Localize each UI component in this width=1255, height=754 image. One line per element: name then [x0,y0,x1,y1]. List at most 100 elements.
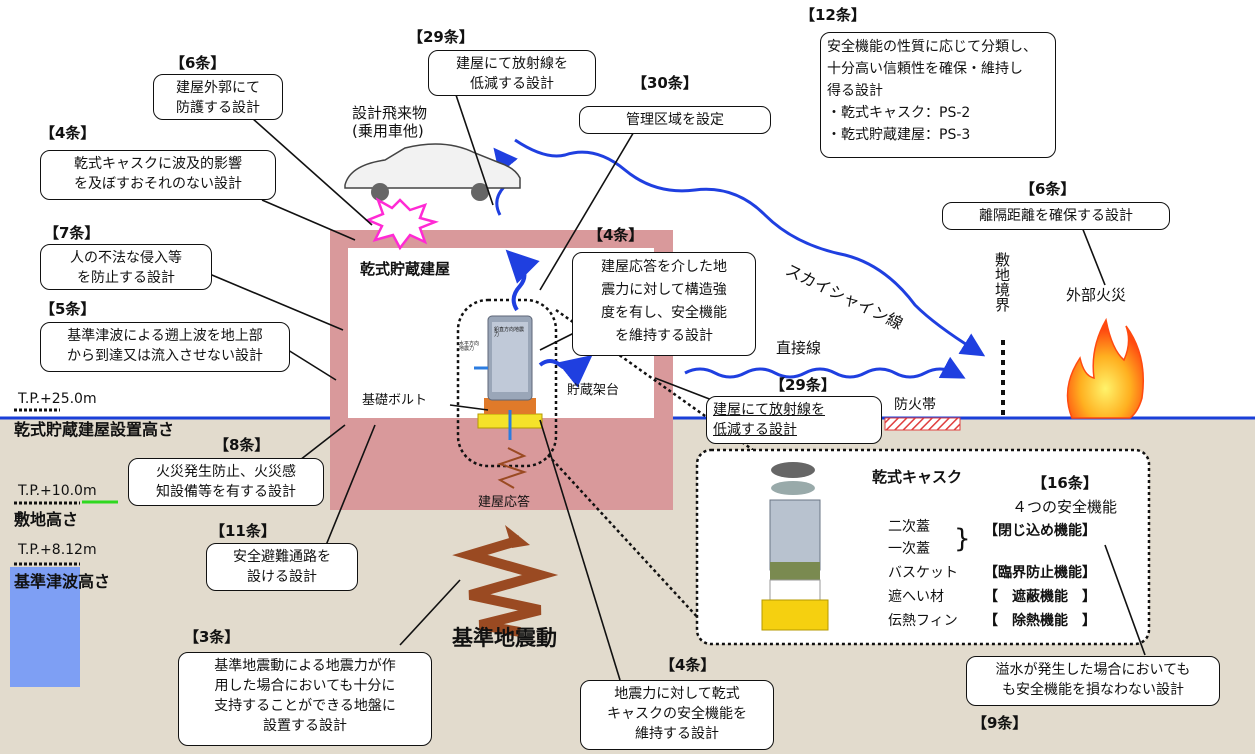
art8-box: 火災発生防止、火災感 知設備等を有する設計 [128,458,324,506]
art4-left-line-1: 乾式キャスクに波及的影響 [74,156,242,172]
rack-label: 貯蔵架台 [567,383,620,398]
art3-line-2: 用した場合においても十分に [214,678,396,694]
tp10-label: T.P.+10.0m [18,483,97,499]
art29-top-box: 建屋にて放射線を 低減する設計 [428,50,596,96]
site-height-label: 敷地高さ [14,510,79,529]
part-secondary-lid: 二次蓋 [888,519,930,535]
leader-art4-left [261,199,356,241]
leader-art8 [299,424,346,461]
tsunami-level-block [10,567,80,687]
art6-right-label: 【6条】 [1020,180,1076,198]
direct-line-label: 直接線 [776,339,822,357]
art3-line-1: 基準地震動による地震力が作 [214,658,396,674]
cask-vertical-force-text: 鉛直方向地震力 [494,327,525,338]
art29-top-label: 【29条】 [408,28,474,46]
art5-label: 【5条】 [40,300,96,318]
zoom-line-lower [547,454,701,621]
art30-line-1: 管理区域を設定 [626,112,724,128]
art4-mid-line-2: 震力に対して構造強 [601,282,727,298]
radiation-up-in-building [505,249,540,312]
firebreak-strip [884,417,961,431]
art6-right-box: 離隔距離を確保する設計 [942,202,1170,230]
lid-brace-icon: } [954,524,971,554]
art6-right-line-1: 離隔距離を確保する設計 [979,208,1133,224]
art11-line-1: 安全避難通路を [233,549,331,565]
leader-art4-bottom [539,419,621,681]
art9-label: 【9条】 [972,714,1028,732]
building-label: 乾式貯蔵建屋 [360,260,451,278]
art8-label: 【8条】 [214,436,270,454]
bolt-label: 基礎ボルト [362,393,428,408]
basket [769,499,821,571]
art4-left-label: 【4条】 [40,124,96,142]
tp812-label: T.P.+8.12m [18,542,97,558]
leader-art29-right [654,377,713,401]
function-heat-removal: 【 除熱機能 】 [984,613,1096,629]
impact-burst-icon [364,197,439,251]
site-boundary-label: 敷地境界 [993,252,1011,312]
art3-label: 【3条】 [184,628,240,646]
firebreak-label: 防火帯 [894,397,936,413]
car-icon [344,143,521,201]
cask-rack-yellow [761,599,829,631]
art4-left-line-2: を及ぼすおそれのない設計 [74,176,242,192]
art9-box: 溢水が発生した場合においても も安全機能を損なわない設計 [966,656,1220,706]
art6-top-label: 【6条】 [170,54,226,72]
leader-art29-top [455,94,494,206]
art4-mid-line-4: を維持する設計 [615,328,713,344]
leader-art6-top [251,117,373,226]
leader-art9 [1104,544,1146,656]
art12-line-3: 得る設計 [827,83,883,99]
leader-art6-right [1079,221,1106,286]
art11-box: 安全避難通路を 設ける設計 [206,543,358,591]
art30-box: 管理区域を設定 [579,106,771,134]
leader-art3 [399,579,461,646]
art11-label: 【11条】 [210,522,276,540]
stored-cask-body [492,322,528,392]
part-shielding: 遮へい材 [888,589,944,605]
art29-right-label: 【29条】 [770,376,836,394]
art6-top-line-2: 防護する設計 [176,100,260,116]
building-height-label: 乾式貯蔵建屋設置高さ [14,420,175,439]
ground-motion-label: 基準地震動 [452,626,557,650]
art16-label: 【16条】 [1032,474,1098,492]
direct-line-wave [684,356,966,379]
art3-line-3: 支持することができる地盤に [214,698,396,714]
art7-line-1: 人の不法な侵入等 [70,250,182,266]
leader-art11 [319,424,376,561]
secondary-lid [771,462,815,478]
shielding-layer [770,562,820,582]
leader-bolt [449,404,489,411]
art9-line-2: も安全機能を損なわない設計 [1002,682,1184,698]
four-functions-title: ４つの安全機能 [1012,498,1118,516]
art12-box: 安全機能の性質に応じて分類し、 十分高い信頼性を確保・維持し 得る設計 ・乾式キ… [820,32,1056,158]
response-label: 建屋応答 [478,495,531,510]
leader-art5 [287,349,337,381]
art29-right-line-1: 建屋にて放射線を [713,402,825,418]
part-primary-lid: 一次蓋 [888,541,930,557]
art7-line-2: を防止する設計 [77,270,175,286]
part-heat-fin: 伝熱フィン [888,613,958,629]
part-basket: バスケット [888,565,958,581]
external-fire-label: 外部火災 [1066,286,1127,304]
art4-mid-line-1: 建屋応答を介した地 [601,259,727,275]
cask-title: 乾式キャスク [872,468,963,486]
leader-art30 [539,129,636,291]
leader-art7 [199,269,344,331]
function-criticality: 【臨界防止機能】 [984,565,1096,581]
rack-frame [484,398,536,414]
art12-line-5: ・乾式貯蔵建屋：PS-3 [827,127,971,143]
art29-top-line-1: 建屋にて放射線を [456,56,568,72]
art12-line-1: 安全機能の性質に応じて分類し、 [827,39,1037,55]
cask-horizontal-force-text: 水平方向地震力 [459,341,480,352]
art9-line-1: 溢水が発生した場合においても [995,662,1191,678]
ground-motion-arrowhead [505,525,530,548]
art11-line-2: 設ける設計 [247,569,317,585]
art4-mid-label: 【4条】 [588,226,644,244]
skyshine-wave [514,138,986,357]
aircraft-label-2: (乗用車他) [352,122,424,140]
art8-line-2: 知設備等を有する設計 [156,484,296,500]
art7-label: 【7条】 [44,224,100,242]
art4-left-box: 乾式キャスクに波及的影響 を及ぼすおそれのない設計 [40,150,276,200]
building-response-wave [496,447,528,489]
